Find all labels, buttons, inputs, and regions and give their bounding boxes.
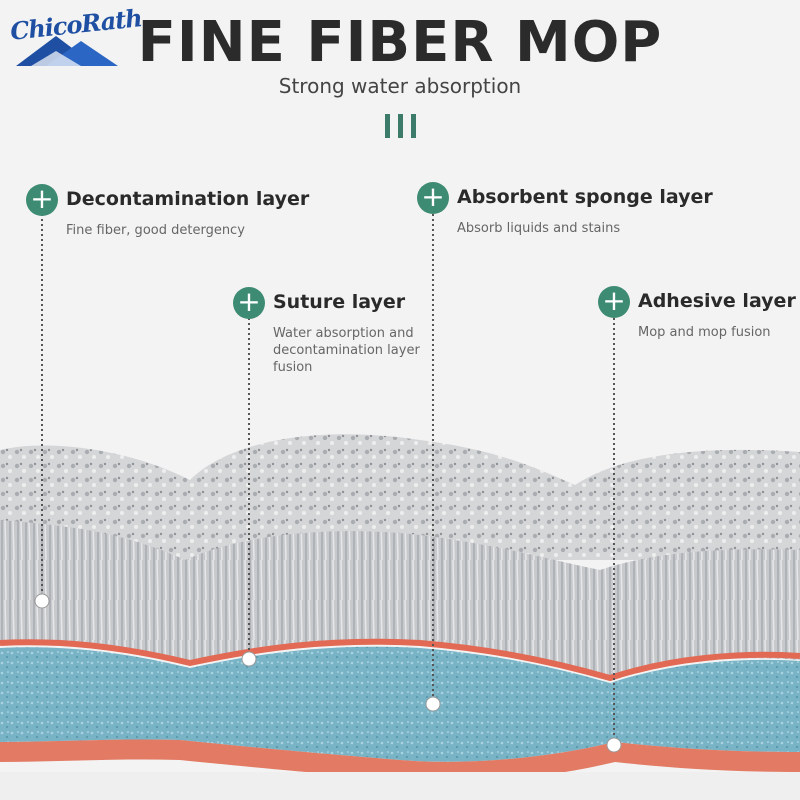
callout-title: Absorbent sponge layer bbox=[457, 186, 713, 208]
sponge-layer bbox=[0, 646, 800, 762]
seam-bottom bbox=[0, 739, 800, 782]
plus-icon: + bbox=[598, 286, 630, 318]
plus-icon: + bbox=[417, 182, 449, 214]
fiber-strands bbox=[0, 520, 800, 680]
page-subtitle: Strong water absorption bbox=[278, 74, 522, 98]
callout-absorbent-sponge-layer: + Absorbent sponge layer Absorb liquids … bbox=[417, 182, 717, 252]
marker-dot-suture bbox=[241, 651, 257, 667]
divider-bars-icon bbox=[383, 114, 419, 138]
callout-desc: Fine fiber, good detergency bbox=[66, 223, 245, 238]
callout-desc: Absorb liquids and stains bbox=[457, 221, 621, 236]
brand-logo: ChicoRath bbox=[6, 3, 143, 70]
callout-decontamination-layer: + Decontamination layer Fine fiber, good… bbox=[26, 184, 316, 254]
marker-dot-decontamination bbox=[34, 593, 50, 609]
callout-suture-layer: + Suture layer Water absorption and deco… bbox=[233, 287, 433, 387]
marker-dot-sponge bbox=[425, 696, 441, 712]
callout-title: Suture layer bbox=[273, 291, 406, 313]
plus-icon: + bbox=[26, 184, 58, 216]
callout-adhesive-layer: + Adhesive layer Mop and mop fusion bbox=[598, 286, 798, 356]
marker-dot-adhesive bbox=[606, 737, 622, 753]
callout-desc: Mop and mop fusion bbox=[638, 325, 771, 340]
logo-mark bbox=[16, 36, 118, 66]
seam-top bbox=[0, 638, 800, 682]
callout-desc: Water absorption and decontamination lay… bbox=[273, 326, 420, 375]
page-title: FINE FIBER MOP bbox=[137, 10, 663, 75]
fiber-top bbox=[0, 434, 800, 560]
plus-icon: + bbox=[233, 287, 265, 319]
callout-title: Adhesive layer bbox=[638, 290, 796, 312]
callout-title: Decontamination layer bbox=[66, 188, 310, 210]
